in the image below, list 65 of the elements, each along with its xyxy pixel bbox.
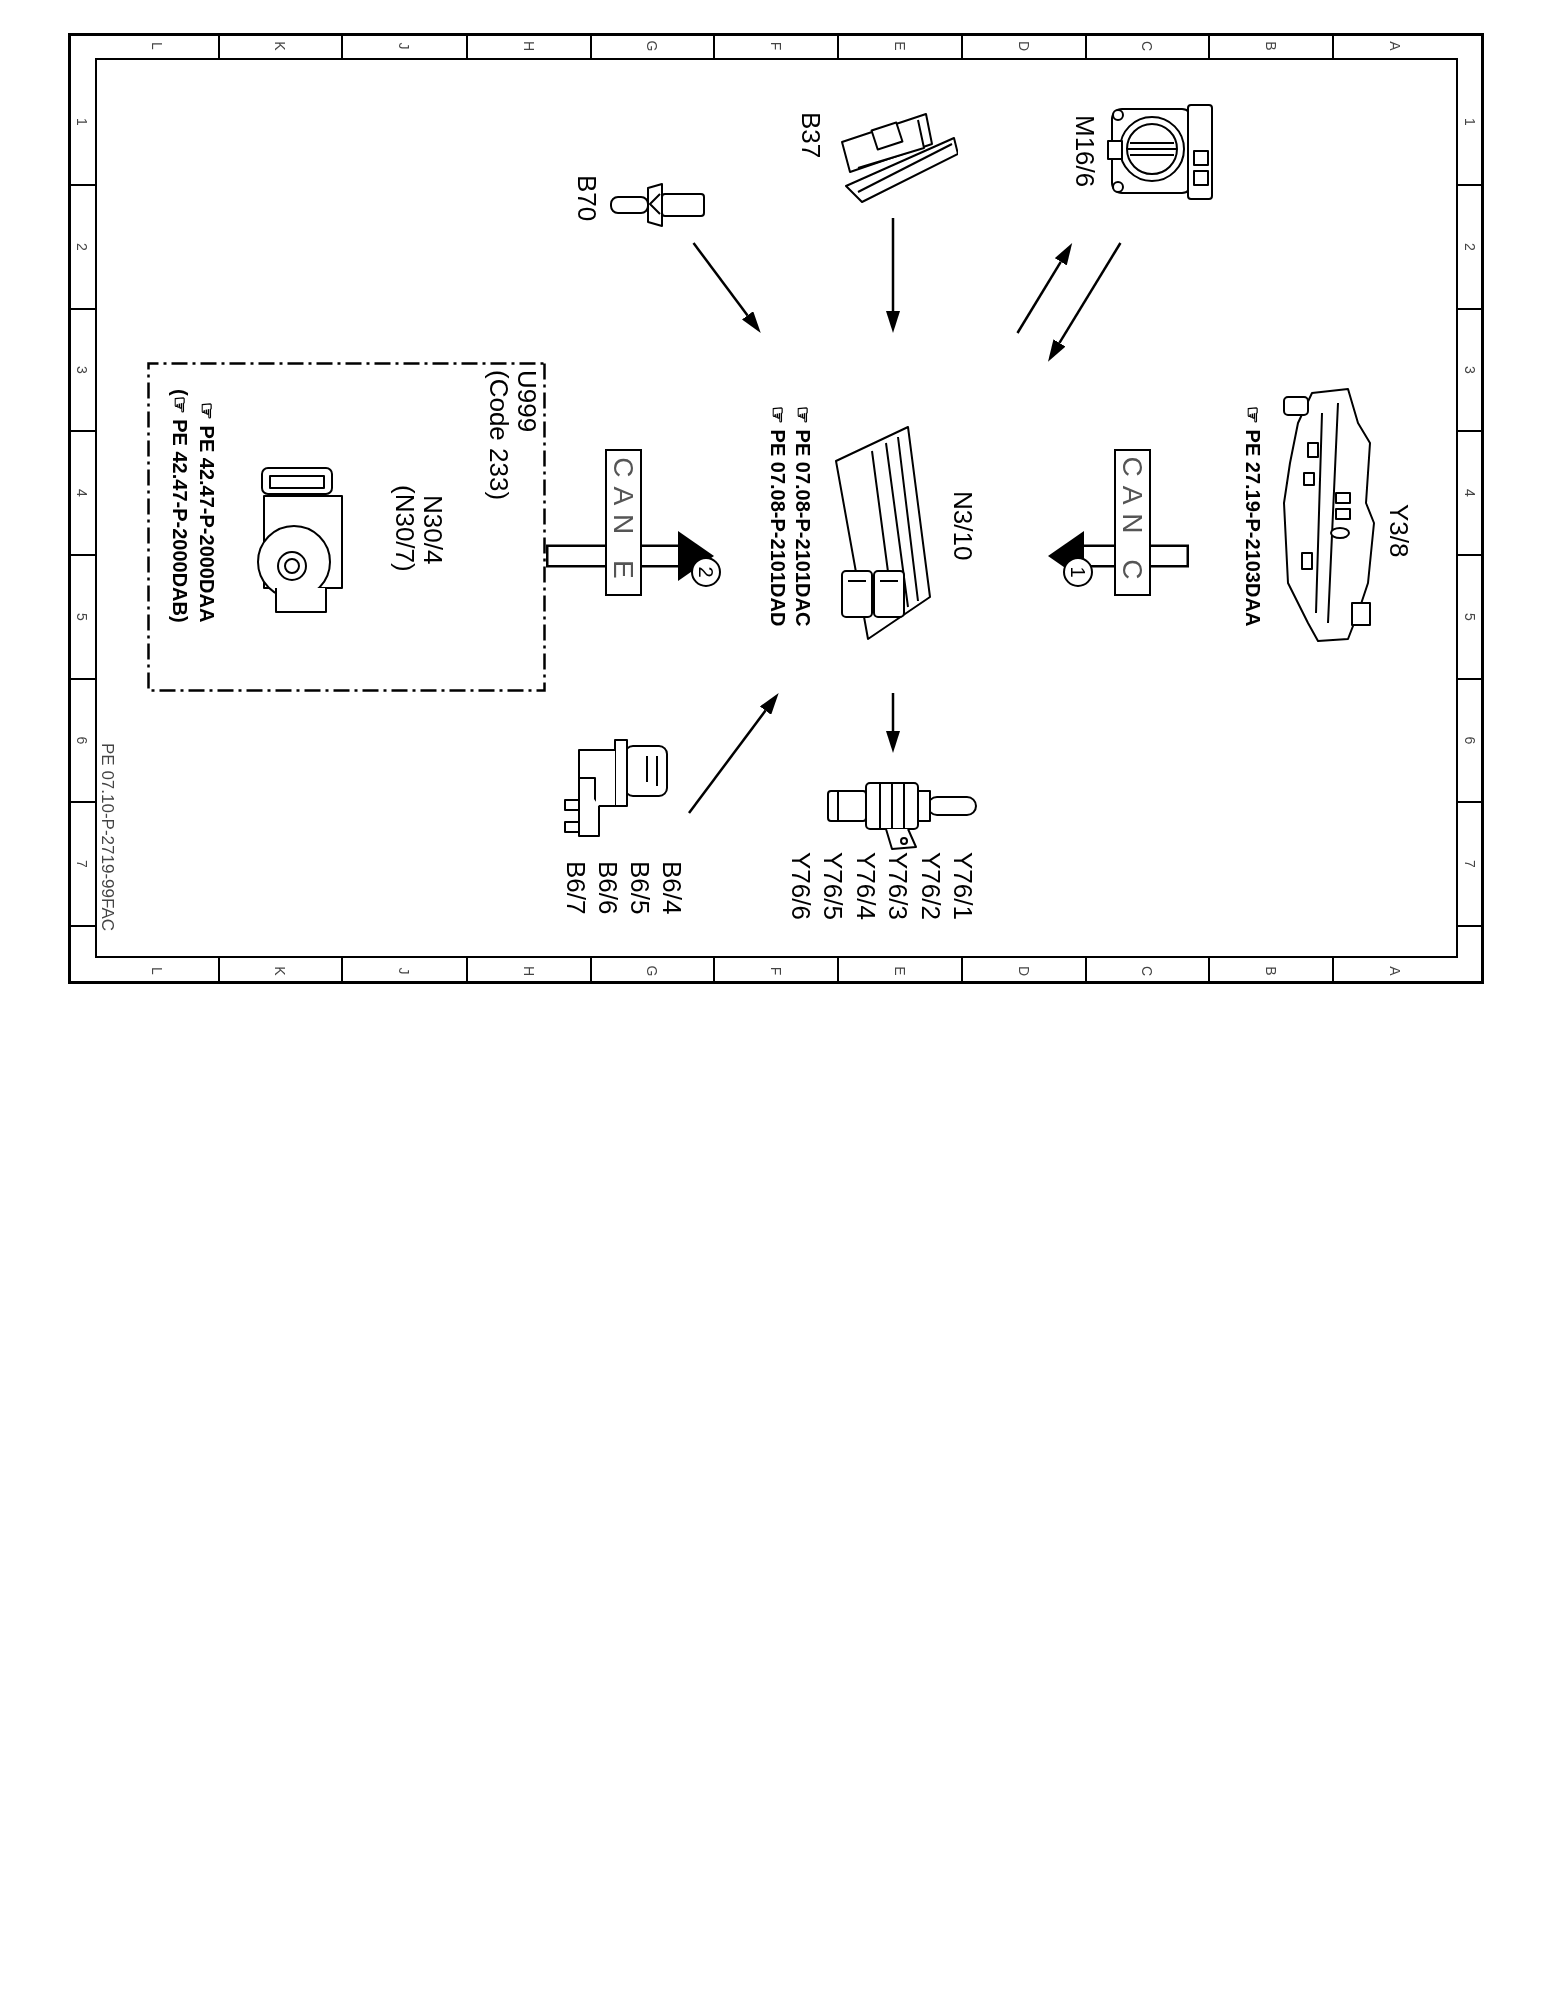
grid-reference: L: [150, 967, 165, 975]
part-label: B6/5: [627, 861, 653, 915]
grid-reference: 2: [1463, 243, 1477, 251]
part-label: N3/10: [950, 491, 976, 561]
grid-reference: C: [1140, 40, 1155, 52]
grid-reference: 7: [75, 860, 89, 868]
grid-reference: A: [1388, 41, 1402, 51]
grid-reference: J: [397, 967, 412, 975]
part-label: Y76/3: [885, 852, 911, 920]
part-label: B37: [798, 112, 824, 159]
grid-reference: B: [1264, 41, 1278, 51]
part-label: B6/6: [595, 861, 621, 915]
grid-reference: D: [1017, 40, 1031, 52]
part-label: B6/4: [659, 861, 685, 915]
part-label: (N30/7): [392, 485, 418, 572]
part-label: B70: [574, 175, 600, 222]
reference-text: ☞ PE 07.08-P-2101DAD: [768, 406, 788, 627]
callout-number: 2: [691, 557, 721, 587]
grid-reference: 3: [1463, 366, 1477, 374]
grid-reference: 4: [1463, 489, 1477, 497]
part-label: U999: [514, 370, 540, 433]
callout-number: 1: [1063, 557, 1093, 587]
grid-reference: H: [522, 40, 536, 52]
bus-label: CAN C: [1114, 449, 1151, 596]
grid-reference: B: [1264, 966, 1278, 976]
bus-label: CAN E: [605, 449, 642, 596]
grid-reference: H: [522, 965, 536, 977]
grid-reference: G: [645, 965, 660, 977]
grid-reference: 5: [75, 613, 89, 621]
grid-reference: E: [893, 966, 907, 976]
drawing-number: PE 07.10-P-2719-99FAC: [99, 743, 116, 932]
grid-reference: 5: [1463, 613, 1477, 621]
grid-reference: 1: [1463, 118, 1477, 126]
grid-reference: 6: [1463, 736, 1477, 745]
grid-reference: 7: [1463, 860, 1477, 868]
reference-text: ☞ PE 27.19-P-2103DAA: [1243, 406, 1263, 627]
grid-reference: G: [645, 40, 660, 52]
grid-reference: F: [769, 41, 783, 51]
reference-text: (☞ PE 42.47-P-2000DAB): [170, 389, 190, 623]
grid-reference: F: [769, 966, 783, 976]
grid-reference: K: [273, 41, 288, 51]
grid-reference: E: [893, 41, 907, 51]
part-label: (Code 233): [486, 370, 512, 501]
grid-reference: L: [150, 42, 165, 50]
grid-reference: J: [397, 42, 412, 50]
grid-reference: 3: [75, 366, 89, 374]
grid-reference: 1: [75, 118, 89, 126]
part-label: B6/7: [563, 861, 589, 915]
grid-reference: A: [1388, 966, 1402, 976]
part-label: Y3/8: [1386, 504, 1412, 558]
part-label: Y76/5: [820, 852, 846, 920]
reference-text: ☞ PE 07.08-P-2101DAC: [793, 406, 813, 627]
reference-text: ☞ PE 42.47-P-2000DAA: [197, 402, 217, 623]
grid-reference: 2: [75, 243, 89, 251]
grid-reference: D: [1017, 965, 1031, 977]
part-label: Y76/2: [918, 852, 944, 920]
part-label: M16/6: [1072, 115, 1098, 188]
grid-reference: C: [1140, 965, 1155, 977]
grid-reference: 6: [75, 736, 89, 745]
grid-reference: K: [273, 966, 288, 976]
part-label: Y76/1: [950, 852, 976, 920]
grid-reference: 4: [75, 489, 89, 497]
part-label: N30/4: [420, 495, 446, 565]
part-label: Y76/4: [853, 852, 879, 920]
part-label: Y76/6: [788, 852, 814, 920]
